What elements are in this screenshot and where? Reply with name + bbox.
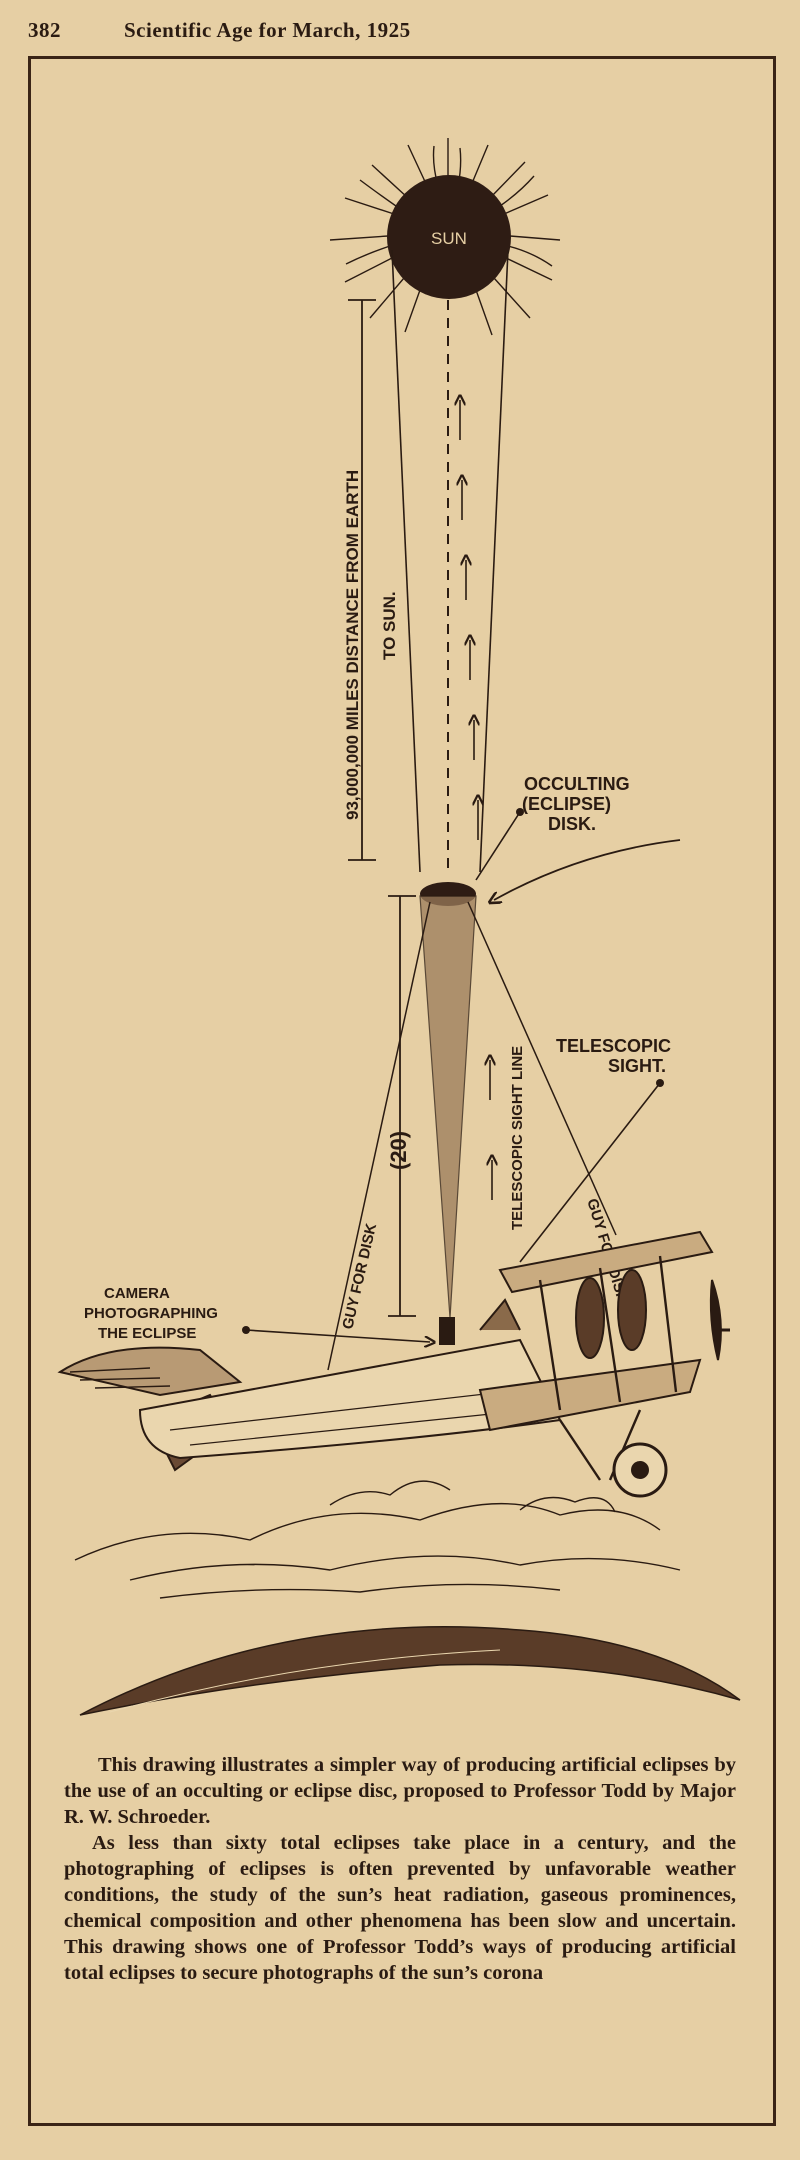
camera-label-line3: THE ECLIPSE [98,1325,196,1342]
sun-rays [329,138,561,336]
occulting-label-line1: OCCULTING [524,774,630,794]
earth-curve [79,1626,741,1716]
distance-label-line1: 93,000,000 MILES DISTANCE FROM EARTH [343,470,362,820]
illustration-frame [28,56,776,2126]
caption: This drawing illustrates a simpler way o… [64,1752,736,1986]
height-dimension [388,895,416,1317]
guy-left-label: GUY FOR DISK [339,1222,380,1331]
running-title: Scientific Age for March, 1925 [124,18,411,42]
distance-dimension [348,299,376,861]
occulting-label-line3: DISK. [548,814,596,834]
disk-pointer-arrow [494,839,681,900]
caption-paragraph-2: As less than sixty total eclipses take p… [64,1832,736,1984]
telescopic-leader [519,1082,661,1263]
shadow-cone [419,895,477,1319]
caption-paragraph-1: This drawing illustrates a simpler way o… [64,1754,736,1828]
occulting-label-line2: (ECLIPSE) [522,794,611,814]
page-number: 382 [28,18,61,42]
camera-leader [245,1329,430,1342]
telescopic-label-line2: SIGHT. [608,1056,666,1076]
camera-label-line2: PHOTOGRAPHING [84,1305,218,1322]
telescopic-label-line1: TELESCOPIC [556,1036,671,1056]
sun-disk [387,175,511,299]
clouds [74,1480,681,1599]
page-header: 382 Scientific Age for March, 1925 [28,18,788,54]
guide-lines [391,249,509,873]
sun-label: SUN [431,229,467,248]
sight-arrows [460,400,492,1200]
occulting-leader [475,811,521,881]
camera-label-line1: CAMERA [104,1285,170,1302]
guy-lines [327,901,617,1371]
biplane [57,1230,730,1498]
distance-label-line2: TO SUN. [380,591,399,660]
sight-line-label: TELESCOPIC SIGHT LINE [509,1046,526,1230]
height-label: (20) [386,1131,411,1170]
eclipse-illustration: SUN 93,000,000 MILES DISTANCE FROM EARTH… [57,138,741,1716]
